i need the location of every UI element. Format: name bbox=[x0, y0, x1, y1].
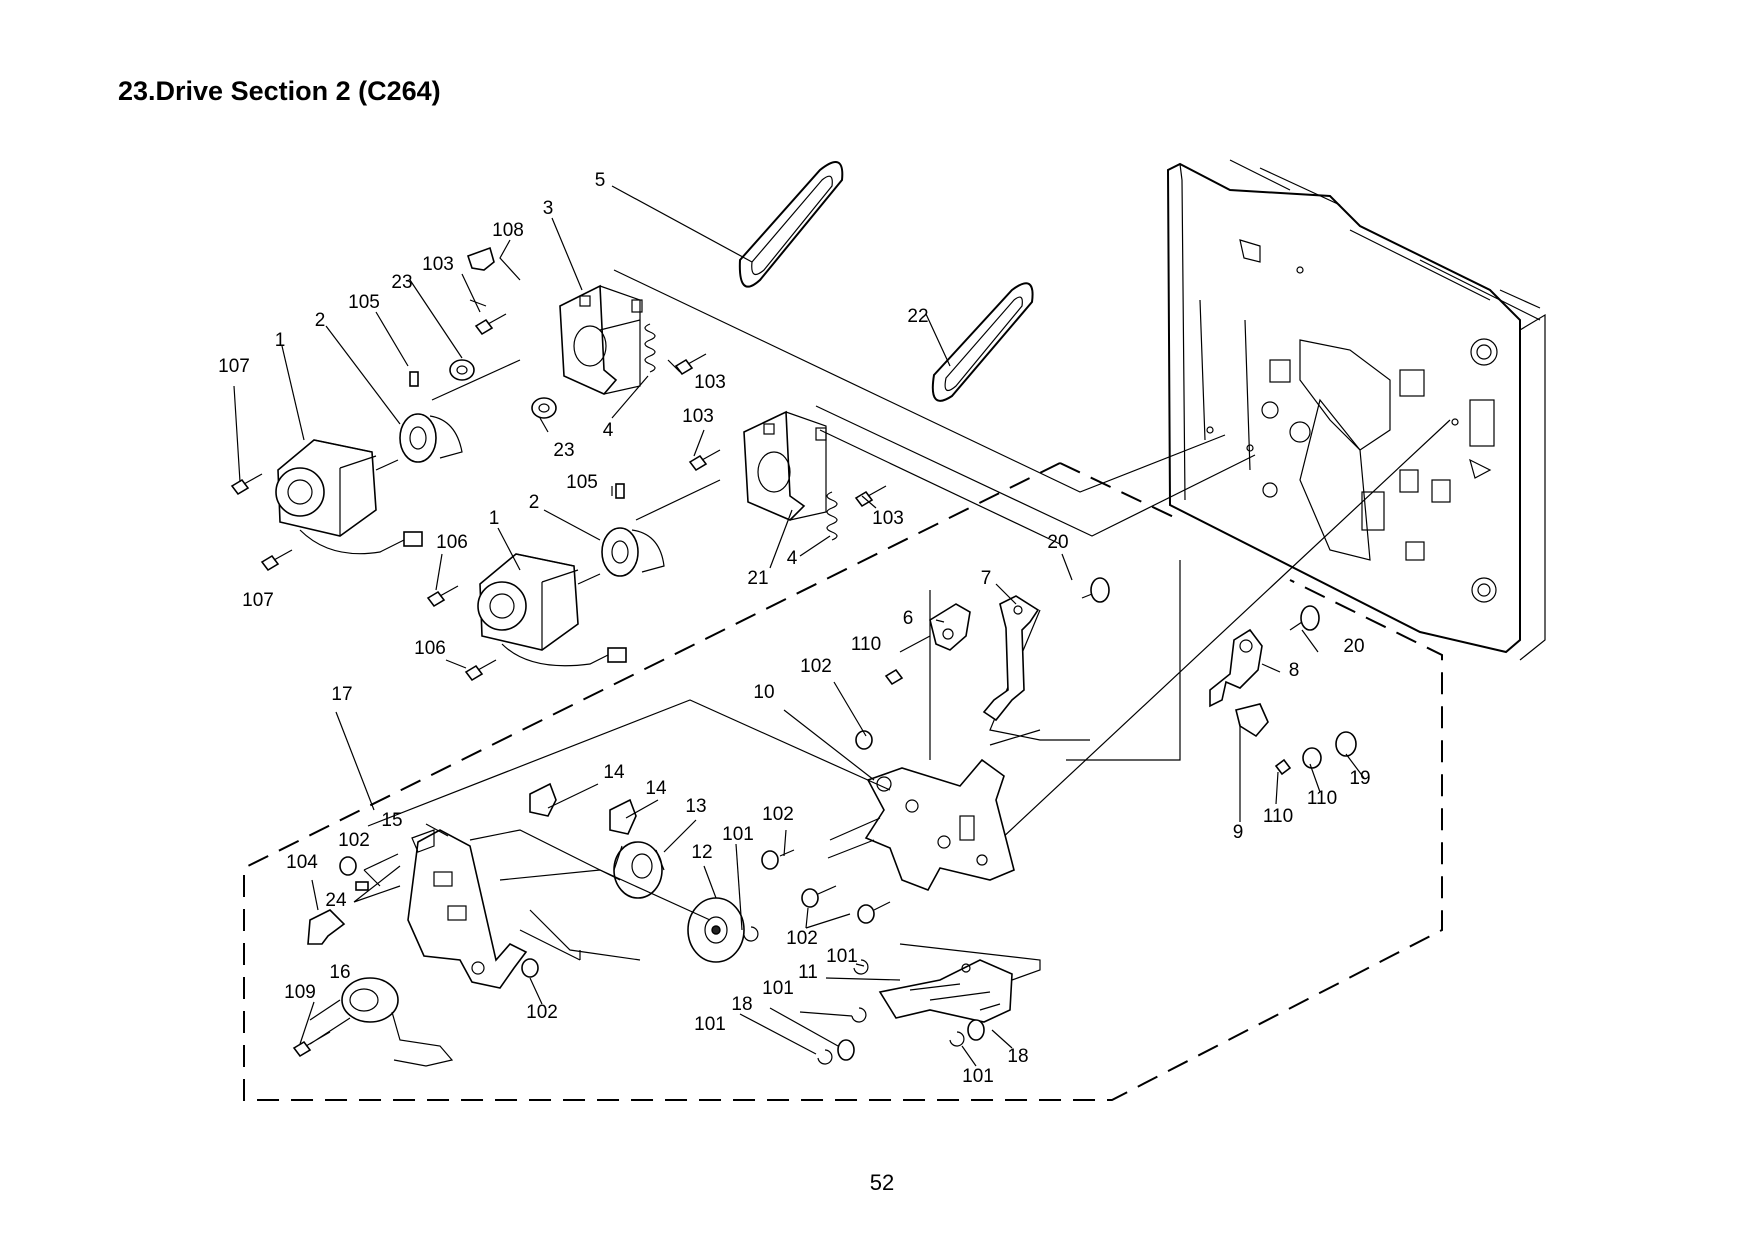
callout-6: 6 bbox=[903, 608, 914, 629]
callout-1: 1 bbox=[275, 330, 286, 351]
callout-101: 101 bbox=[694, 1014, 726, 1035]
page-title: 23.Drive Section 2 (C264) bbox=[118, 76, 441, 106]
callout-7: 7 bbox=[981, 568, 992, 589]
callout-10: 10 bbox=[753, 682, 774, 703]
callout-24: 24 bbox=[325, 890, 347, 911]
callout-18: 18 bbox=[1007, 1046, 1028, 1067]
callout-5: 5 bbox=[595, 170, 606, 191]
callout-20: 20 bbox=[1343, 636, 1364, 657]
callout-8: 8 bbox=[1289, 660, 1300, 681]
assembly-boundary bbox=[243, 462, 1443, 1101]
callout-12: 12 bbox=[691, 842, 712, 863]
callout-21: 21 bbox=[747, 568, 768, 589]
timing-belt-lower bbox=[931, 282, 1034, 402]
callout-4: 4 bbox=[603, 420, 614, 441]
callout-101: 101 bbox=[826, 946, 858, 967]
callout-108: 108 bbox=[492, 220, 524, 241]
bracket-8 bbox=[1209, 628, 1269, 738]
callout-14: 14 bbox=[645, 778, 667, 799]
stepper-motor-upper bbox=[275, 439, 423, 555]
stepper-motor-lower bbox=[477, 553, 627, 667]
callout-14: 14 bbox=[603, 762, 625, 783]
callout-101: 101 bbox=[762, 978, 794, 999]
bushings-19-20 bbox=[884, 577, 1357, 776]
callout-9: 9 bbox=[1233, 822, 1244, 843]
callout-103: 103 bbox=[872, 508, 904, 529]
callout-11: 11 bbox=[798, 962, 818, 983]
callout-3: 3 bbox=[543, 198, 554, 219]
callout-110: 110 bbox=[1307, 788, 1337, 809]
callout-23: 23 bbox=[391, 272, 412, 293]
spring-lower bbox=[826, 491, 838, 541]
callout-104: 104 bbox=[286, 852, 318, 873]
lever-bracket-7 bbox=[982, 595, 1040, 722]
callout-105: 105 bbox=[566, 472, 598, 493]
callout-101: 101 bbox=[722, 824, 754, 845]
callout-16: 16 bbox=[329, 962, 350, 983]
callout-106: 106 bbox=[414, 638, 446, 659]
callout-23: 23 bbox=[553, 440, 574, 461]
callout-103: 103 bbox=[682, 406, 714, 427]
motor-bracket-upper bbox=[559, 284, 643, 395]
callout-110: 110 bbox=[851, 634, 881, 655]
leader-lines-lower bbox=[367, 699, 1041, 981]
bracket-15 bbox=[407, 829, 528, 989]
callout-22: 22 bbox=[907, 306, 928, 327]
callout-2: 2 bbox=[315, 310, 326, 331]
callout-103: 103 bbox=[422, 254, 454, 275]
callout-1: 1 bbox=[489, 508, 500, 529]
callout-leaders bbox=[233, 185, 1365, 1067]
arm-6 bbox=[929, 603, 971, 651]
page-number: 52 bbox=[869, 1170, 895, 1195]
spring-upper bbox=[644, 323, 656, 373]
callout-105: 105 bbox=[348, 292, 380, 313]
screws-lower bbox=[292, 730, 891, 1058]
callout-102: 102 bbox=[762, 804, 794, 825]
bracket-104 bbox=[307, 909, 346, 945]
motor-16 bbox=[341, 977, 454, 1067]
callout-101: 101 bbox=[962, 1066, 994, 1087]
callout-4: 4 bbox=[787, 548, 798, 569]
callout-15: 15 bbox=[381, 810, 402, 831]
callout-107: 107 bbox=[218, 356, 250, 377]
callout-109: 109 bbox=[284, 982, 316, 1003]
callout-13: 13 bbox=[685, 796, 706, 817]
gear-13 bbox=[613, 841, 665, 899]
main-bracket-10 bbox=[827, 758, 1015, 891]
callout-18: 18 bbox=[731, 994, 752, 1015]
callout-103: 103 bbox=[694, 372, 726, 393]
callout-102: 102 bbox=[800, 656, 832, 677]
callout-17: 17 bbox=[331, 684, 352, 705]
sensors-14 bbox=[529, 782, 637, 835]
gear-12 bbox=[687, 897, 745, 963]
motor-bracket-lower bbox=[743, 410, 827, 521]
callout-102: 102 bbox=[526, 1002, 558, 1023]
callout-110: 110 bbox=[1263, 806, 1293, 827]
slide-plate-11 bbox=[878, 959, 1013, 1023]
callout-labels: 5 3 108 103 23 105 2 1 107 103 4 23 22 1… bbox=[218, 170, 1370, 1087]
callout-19: 19 bbox=[1349, 768, 1370, 789]
pulley-lower bbox=[601, 527, 665, 577]
e-rings-101 bbox=[743, 926, 985, 1065]
callout-102: 102 bbox=[786, 928, 818, 949]
callout-20: 20 bbox=[1047, 532, 1068, 553]
callout-106: 106 bbox=[436, 532, 468, 553]
callout-102: 102 bbox=[338, 830, 370, 851]
callout-2: 2 bbox=[529, 492, 540, 513]
timing-belt-upper bbox=[738, 161, 844, 288]
screws-group bbox=[230, 246, 887, 682]
side-frame-plate bbox=[1166, 159, 1546, 661]
pulley-upper bbox=[399, 413, 463, 463]
callout-107: 107 bbox=[242, 590, 274, 611]
